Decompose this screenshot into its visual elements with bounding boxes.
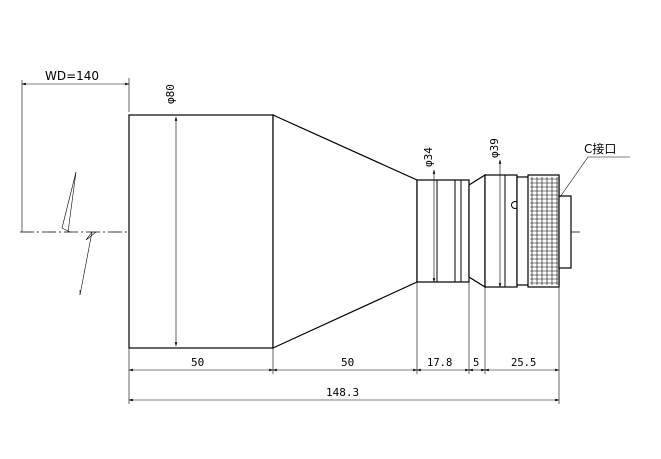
mount-length-label: 25.5 [511,357,536,369]
gap-length-label: 5 [473,357,479,369]
c-mount-callout: C接口 [559,141,630,198]
c-mount-thread [558,195,572,269]
ring-diameter-dimension: φ39 [488,138,502,288]
barrel-diameter-dimension: φ34 [422,147,436,283]
front-cylinder [128,114,274,349]
cone-length-label: 50 [341,356,354,369]
barrel-diameter-label: φ34 [422,147,435,167]
focus-ring [468,173,519,289]
front-length-label: 50 [191,356,204,369]
object-plane-break [21,80,97,296]
front-diameter-dimension: φ80 [164,84,178,347]
total-length-label: 148.3 [326,386,359,399]
chain-dimensions: 50 50 17.8 5 25.5 [128,356,560,372]
cone-section [272,114,418,349]
barrel [416,179,470,283]
wd-label: WD=140 [45,69,99,83]
c-mount-label: C接口 [584,141,616,156]
barrel-length-label: 17.8 [427,357,452,369]
extension-lines [128,282,560,404]
wd-dimension: WD=140 [21,69,130,112]
total-length-dimension: 148.3 [128,386,560,402]
ring-diameter-label: φ39 [488,138,501,158]
front-diameter-label: φ80 [164,84,177,104]
knurled-mount [516,174,560,288]
